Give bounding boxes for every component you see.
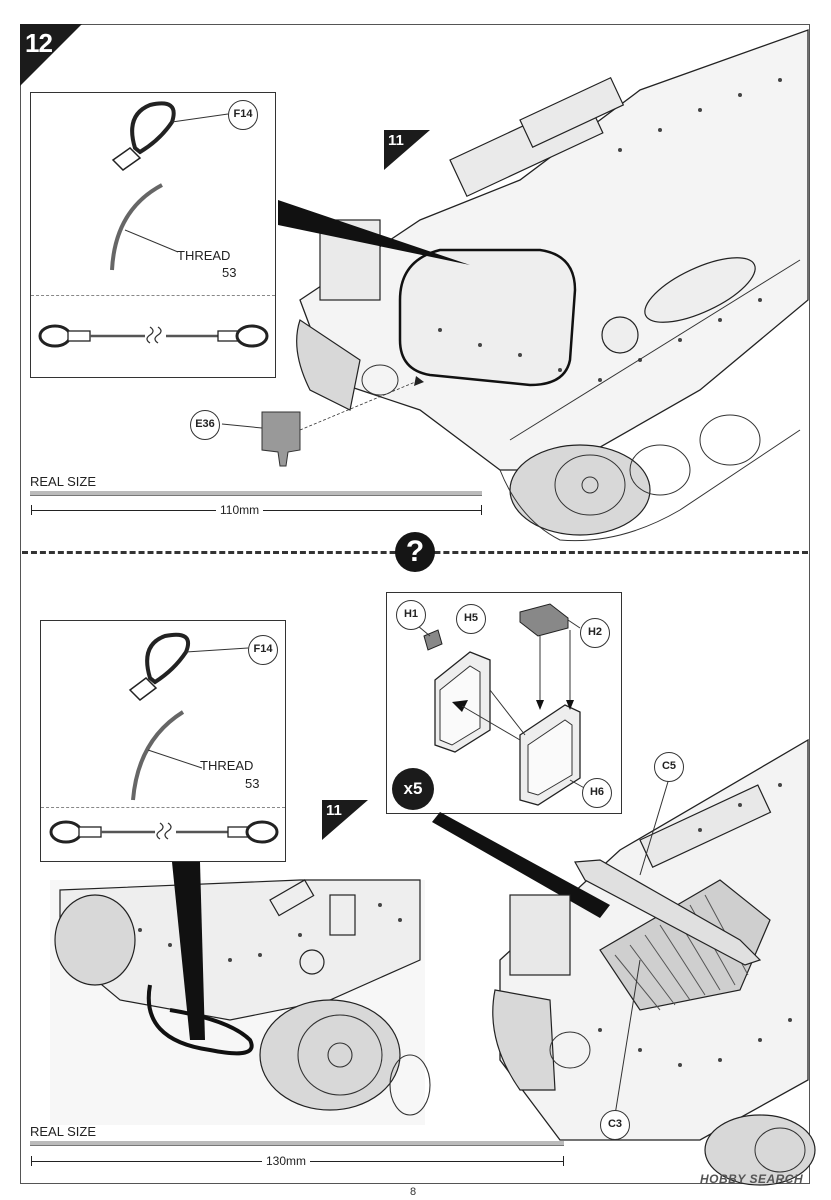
real-size-bar-top	[30, 491, 482, 496]
thread-number: 53	[222, 265, 237, 280]
callout-h2: H2	[580, 618, 610, 648]
callout-e36: E36	[190, 410, 220, 440]
watermark: HOBBY SEARCH	[700, 1172, 804, 1186]
inset-dash-divider-bottom	[41, 807, 285, 808]
dimension-tick-left-top	[31, 505, 32, 515]
callout-h6: H6	[582, 778, 612, 808]
real-size-label-bottom: REAL SIZE	[30, 1124, 96, 1139]
wire-illustration-top	[38, 101, 269, 348]
quantity-badge: x5	[392, 768, 434, 810]
reference-step-flag: 11	[388, 132, 404, 149]
wire-illustration-bottom	[49, 632, 279, 844]
dimension-tick-right-top	[481, 505, 482, 515]
callout-h5: H5	[456, 604, 486, 634]
dimension-value-top: 110mm	[216, 503, 264, 517]
dimension-tick-left-bottom	[31, 1156, 32, 1166]
inset-dash-divider	[31, 295, 275, 296]
wire-detail-inset-bottom	[40, 620, 286, 862]
thread-label-bottom: THREAD	[200, 758, 254, 773]
callout-c5: C5	[654, 752, 684, 782]
optional-question-icon: ?	[395, 532, 435, 572]
tank-rear-illustration-top	[221, 29, 809, 542]
page-frame	[20, 24, 810, 1184]
callout-f14-bottom: F14	[248, 635, 278, 665]
page-number: 8	[410, 1186, 417, 1198]
reference-step-flag-shape	[384, 130, 430, 170]
callout-c3: C3	[600, 1110, 630, 1140]
real-size-label-top: REAL SIZE	[30, 474, 96, 489]
callout-h1: H1	[396, 600, 426, 630]
thread-number-bottom: 53	[245, 776, 260, 791]
step-number: 12	[25, 28, 53, 58]
real-size-bar-bottom	[30, 1141, 564, 1146]
dimension-tick-right-bottom	[563, 1156, 564, 1166]
reference-step-flag-shape-bottom	[322, 800, 368, 840]
thread-label: THREAD	[177, 248, 231, 263]
callout-f14: F14	[228, 100, 258, 130]
reference-step-flag-bottom: 11	[326, 802, 342, 819]
dimension-value-bottom: 130mm	[262, 1154, 311, 1168]
